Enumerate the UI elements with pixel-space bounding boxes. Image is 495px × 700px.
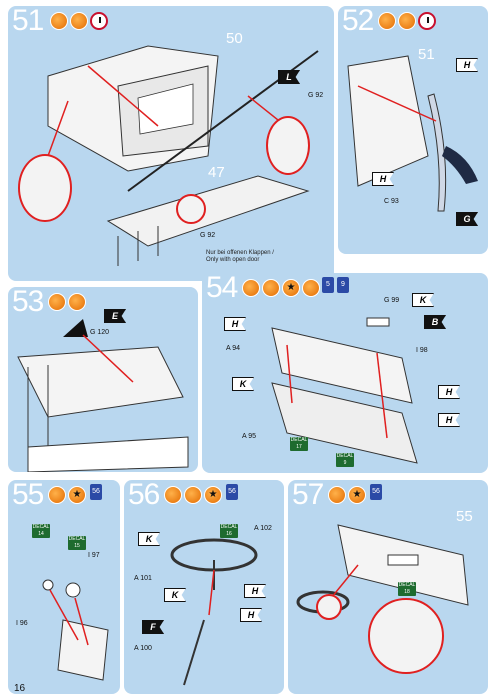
- glue-icon: [48, 486, 66, 504]
- paint-icon: 56: [90, 484, 102, 500]
- glue-icon: [262, 279, 280, 297]
- part-label: I 97: [88, 552, 100, 559]
- paint-icon: 56: [226, 484, 238, 500]
- star-icon: ★: [282, 279, 300, 297]
- glue-icon: [68, 293, 86, 311]
- part-label: G 120: [90, 329, 110, 336]
- part-flag: K: [232, 377, 254, 391]
- step-54-drawing: [271, 317, 418, 464]
- step-57-panel: 57 ★ 56 55 DECAL 18: [288, 480, 488, 694]
- decal-label: DECAL 17: [290, 437, 308, 451]
- step-52-drawing: [347, 55, 478, 212]
- detail-circle: [18, 154, 72, 222]
- part-label: G 99: [384, 297, 400, 304]
- glue-icon: [328, 486, 346, 504]
- step-53-panel: 53 G 120 E: [8, 287, 198, 472]
- part-flag: K: [138, 532, 160, 546]
- part-label: I 96: [16, 620, 28, 627]
- part-label: A 94: [226, 345, 241, 352]
- part-label: 55: [456, 508, 473, 525]
- step-number: 54: [206, 273, 238, 304]
- glue-icon: [48, 293, 66, 311]
- star-icon: ★: [68, 486, 86, 504]
- part-label: A 95: [242, 433, 257, 440]
- paint-icon: 56: [370, 484, 382, 500]
- part-flag: F: [142, 620, 164, 634]
- page-number: 16: [14, 683, 26, 694]
- part-label: 50: [226, 30, 243, 47]
- part-label: C 93: [384, 198, 399, 205]
- part-label: 47: [208, 164, 225, 181]
- glue-icon: [70, 12, 88, 30]
- step-number: 53: [12, 287, 44, 318]
- part-label: 51: [418, 46, 435, 63]
- assembly-note: Nur bei offenen Klappen / Only with open…: [206, 250, 274, 263]
- decal-label: DECAL 14: [32, 524, 50, 538]
- paint-icon: 5: [322, 277, 334, 293]
- step-56-drawing: [170, 538, 258, 686]
- step-number: 52: [342, 6, 374, 37]
- part-label: G 92: [308, 92, 324, 99]
- decal-label: DECAL 16: [220, 524, 238, 538]
- glue-icon: [398, 12, 416, 30]
- decal-label: DECAL 9: [336, 453, 354, 467]
- clock-icon: [418, 12, 436, 30]
- part-label: A 101: [134, 575, 152, 582]
- step-54-panel: 54 ★ 5 9 G 99 A 94 I 98 A 95 K H B K H H…: [202, 273, 488, 473]
- glue-icon: [50, 12, 68, 30]
- part-flag: H: [456, 58, 478, 72]
- glue-icon: [242, 279, 260, 297]
- detail-circle: [176, 194, 206, 224]
- decal-label: DECAL 18: [398, 582, 416, 596]
- step-number: 55: [12, 480, 44, 511]
- detail-circle: [368, 598, 444, 674]
- step-55-panel: 55 ★ 56 I 97 I 96 DECAL 14 DECAL 15: [8, 480, 120, 694]
- glue-icon: [378, 12, 396, 30]
- step-51-drawing: [47, 45, 319, 266]
- part-label: I 98: [416, 347, 428, 354]
- paint-icon: 9: [337, 277, 349, 293]
- part-label: A 100: [134, 645, 152, 652]
- star-icon: ★: [348, 486, 366, 504]
- step-51-panel: 51 50 47 G 92 G 92 L Nur bei offenen Kla…: [8, 6, 334, 281]
- step-56-panel: 56 ★ 56 A 102 A 101 A 100 K K H F H DECA…: [124, 480, 284, 694]
- glue-icon: [184, 486, 202, 504]
- glue-icon: [164, 486, 182, 504]
- detail-circle: [316, 594, 342, 620]
- star-icon: ★: [204, 486, 222, 504]
- step-number: 57: [292, 480, 324, 511]
- step-52-panel: 52 51 C 93 H H G: [338, 6, 488, 254]
- step-number: 51: [12, 6, 44, 37]
- glue-icon: [302, 279, 320, 297]
- step-55-drawing: [42, 579, 109, 681]
- decal-label: DECAL 15: [68, 536, 86, 550]
- clock-icon: [90, 12, 108, 30]
- part-flag: K: [412, 293, 434, 307]
- part-label: G 92: [200, 232, 216, 239]
- step-53-drawing: [17, 319, 189, 472]
- detail-circle: [266, 116, 310, 175]
- part-label: A 102: [254, 525, 272, 532]
- part-flag: H: [438, 413, 460, 427]
- step-number: 56: [128, 480, 160, 511]
